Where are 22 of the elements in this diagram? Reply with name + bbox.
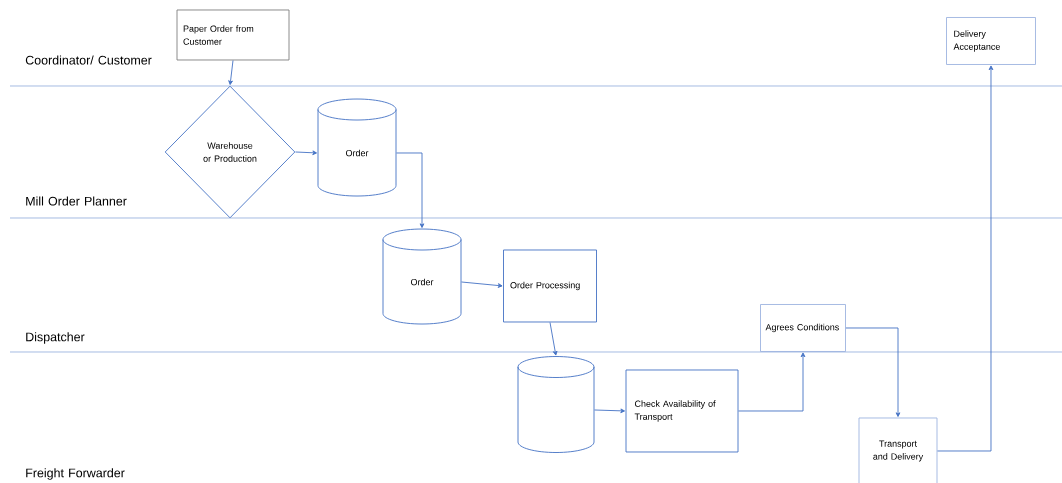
arrow [549,322,558,356]
lane-label: Freight Forwarder [26,468,125,480]
process-box: Paper Order from Customer [176,9,290,61]
lane-label: Mill Order Planner [26,196,127,206]
process-box: Order Processing [503,249,597,323]
arrow [295,150,317,156]
process-box: Transport and Delivery [858,417,938,483]
process-box: Agrees Conditions [760,304,846,352]
arrow [845,327,901,417]
arrow [228,60,234,85]
arrow [461,281,503,288]
lane-label: Coordinator/ Customer [25,55,152,65]
process-box: Check Availability of Transport [625,369,739,453]
database-cylinder [517,356,595,453]
lane-label: Dispatcher [26,332,85,344]
arrow [396,152,425,228]
arrow [937,65,994,452]
arrow [594,408,625,414]
database-cylinder: Order [317,98,397,197]
database-cylinder: Order [382,228,462,325]
arrow [738,352,806,412]
process-box: Delivery Acceptance [946,17,1036,65]
